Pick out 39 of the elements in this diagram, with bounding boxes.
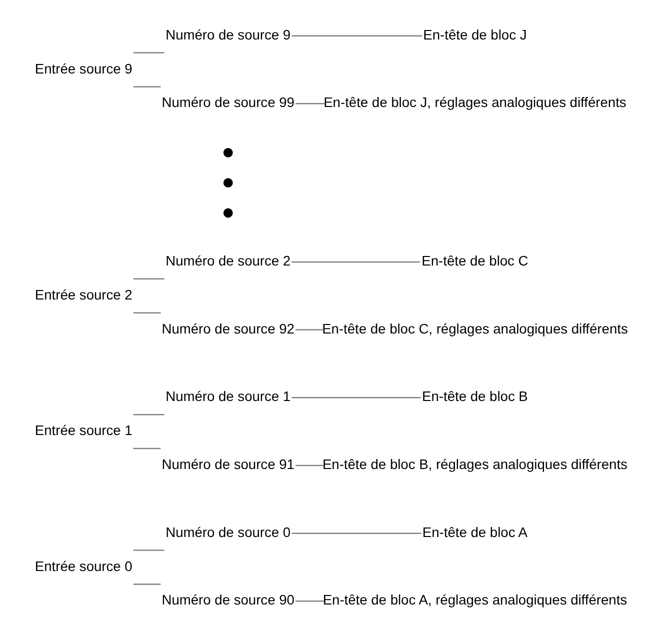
node-text: En-tête de bloc J, réglages analogiques différents [324,94,626,110]
node-text: Numéro de source 90 [162,592,294,608]
node-text: En-tête de bloc B [422,388,528,404]
node-circle [223,178,233,188]
connector [133,86,161,88]
connector [133,584,161,585]
connector [296,600,324,602]
node-text: En-tête de bloc J [423,26,527,42]
node-text: Numéro de source 91 [162,456,294,472]
connector [133,550,164,551]
node-circle [223,208,233,218]
node-text: Numéro de source 99 [162,94,294,110]
node-text: Numéro de source 0 [166,524,291,540]
connector [133,278,164,280]
node-text: Numéro de source 2 [166,252,291,268]
connector [296,329,323,330]
connector [292,532,422,534]
node-text: Numéro de source 9 [166,26,291,42]
node-text: En-tête de bloc A [422,524,528,540]
node-text: En-tête de bloc C [422,252,528,268]
node-text: En-tête de bloc B, réglages analogiques différents [322,456,628,472]
node-text: Entrée source 2 [34,286,132,302]
connector [133,312,161,314]
node-text: En-tête de bloc A, réglages analogiques différents [322,592,628,608]
node-text: Entrée source 0 [34,558,132,574]
connector [292,35,422,36]
node-text: Entrée source 9 [34,60,132,76]
node-circle [223,148,233,158]
connector [292,397,421,398]
connector [296,103,325,104]
node-text: Numéro de source 1 [166,388,291,404]
node-text: Entrée source 1 [34,422,132,438]
connector [133,52,164,54]
node-text: Numéro de source 92 [162,320,294,336]
connector [133,414,164,416]
connector [292,261,420,263]
connector [133,448,161,450]
node-text: En-tête de bloc C, réglages analogiques différents [322,320,628,336]
connector [296,464,324,466]
